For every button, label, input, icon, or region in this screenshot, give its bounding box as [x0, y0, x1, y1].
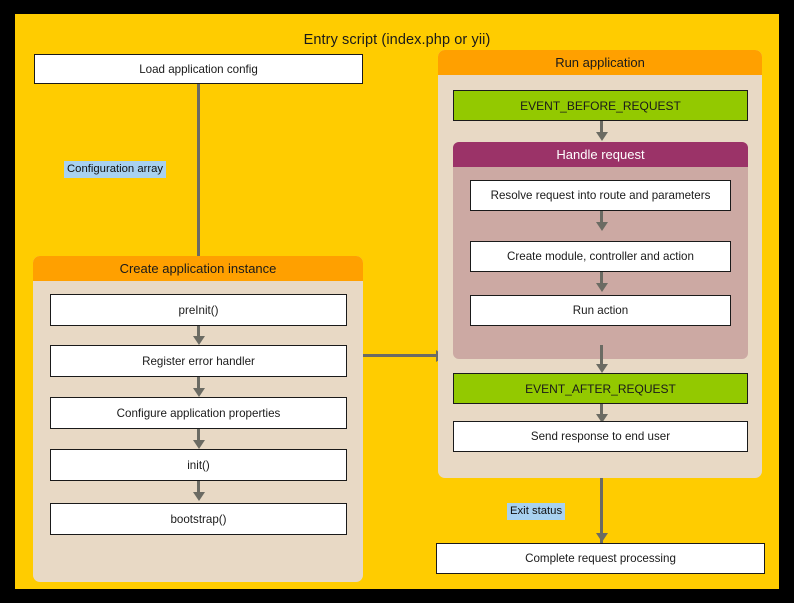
- box-init[interactable]: init(): [50, 449, 347, 481]
- arrow-handle-request-to-event-after: [600, 345, 603, 369]
- box-load-application-config[interactable]: Load application config: [34, 54, 363, 84]
- arrowhead-init-to-bootstrap: [192, 492, 205, 501]
- box-complete-request-processing[interactable]: Complete request processing: [436, 543, 765, 574]
- arrow-configure-properties-to-init: [197, 429, 200, 445]
- arrowhead-preinit-to-register-error-handler: [192, 336, 205, 345]
- box-register-error-handler[interactable]: Register error handler: [50, 345, 347, 377]
- box-configure-application-properties[interactable]: Configure application properties: [50, 397, 347, 429]
- arrowhead-handle-request-to-event-after: [595, 364, 608, 373]
- box-event-after-request[interactable]: EVENT_AFTER_REQUEST: [453, 373, 748, 404]
- subgroup-header-handle-request: Handle request: [453, 142, 748, 167]
- arrowhead-event-after-to-send-response: [595, 414, 608, 423]
- arrow-register-error-handler-to-configure-properties: [197, 377, 200, 393]
- arrow-resolve-request-to-create-module: [600, 211, 603, 227]
- arrowhead-event-before-to-handle-request: [595, 132, 608, 141]
- arrowhead-configure-properties-to-init: [192, 440, 205, 449]
- arrow-preinit-to-register-error-handler: [197, 326, 200, 341]
- arrowhead-register-error-handler-to-configure-properties: [192, 388, 205, 397]
- arrow-create-instance-to-run-application: [363, 354, 438, 357]
- box-bootstrap[interactable]: bootstrap(): [50, 503, 347, 535]
- arrow-load-config-to-create-instance: [197, 84, 200, 263]
- arrow-run-application-to-complete-request: [600, 478, 603, 544]
- arrowhead-resolve-request-to-create-module: [595, 222, 608, 231]
- entry-script-panel: Entry script (index.php or yii) Load app…: [15, 14, 779, 589]
- arrowhead-run-application-to-complete-request: [595, 533, 608, 542]
- arrow-create-module-to-run-action: [600, 272, 603, 288]
- box-create-module-controller-action[interactable]: Create module, controller and action: [470, 241, 731, 272]
- edge-label-exit-status: Exit status: [507, 503, 566, 521]
- edge-label-configuration-array: Configuration array: [64, 161, 167, 179]
- box-event-before-request[interactable]: EVENT_BEFORE_REQUEST: [453, 90, 748, 121]
- box-resolve-request-into-route[interactable]: Resolve request into route and parameter…: [470, 180, 731, 211]
- arrow-init-to-bootstrap: [197, 481, 200, 497]
- box-run-action[interactable]: Run action: [470, 295, 731, 326]
- arrow-event-before-to-handle-request: [600, 121, 603, 137]
- arrowhead-create-module-to-run-action: [595, 283, 608, 292]
- arrow-event-after-to-send-response: [600, 404, 603, 419]
- group-header-run-application: Run application: [438, 50, 762, 75]
- box-send-response-to-end-user[interactable]: Send response to end user: [453, 421, 748, 452]
- box-preinit[interactable]: preInit(): [50, 294, 347, 326]
- diagram-title: Entry script (index.php or yii): [303, 32, 491, 48]
- group-header-create-application-instance: Create application instance: [33, 256, 363, 281]
